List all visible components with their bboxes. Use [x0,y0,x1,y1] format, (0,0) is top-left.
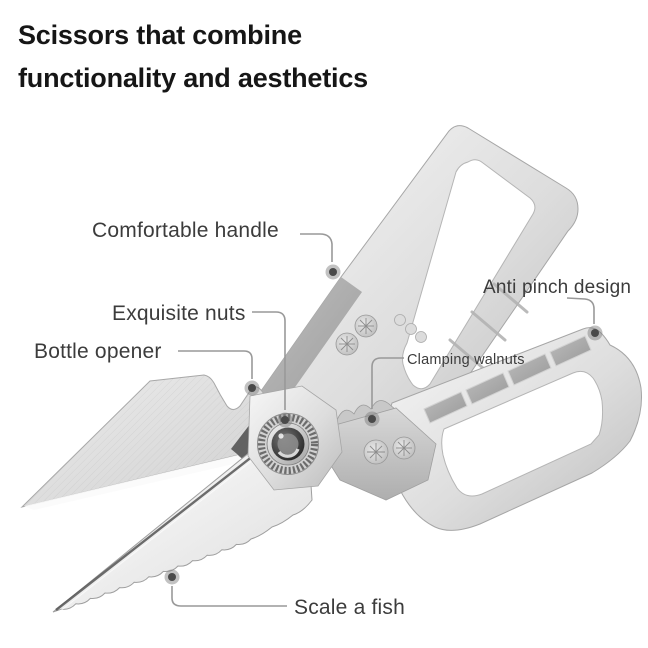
callout-label-comfortable-handle: Comfortable handle [92,219,279,242]
callout-dot-exquisite-nuts [277,412,293,428]
callout-label-clamping-walnuts: Clamping walnuts [407,352,525,368]
leader-line-comfortable-handle [300,233,333,262]
callout-dot-clamping-walnuts [364,411,380,427]
leader-line-scale-fish [171,586,287,607]
callout-dot-bottle-opener [244,380,260,396]
upper-blade [20,374,285,510]
upper-handle [253,125,579,467]
callout-label-scale-fish: Scale a fish [294,596,405,619]
lower-blade [52,447,313,613]
leader-line-clamping-walnuts [371,357,404,409]
page-title-line1: Scissors that combine [18,20,302,50]
leader-line-anti-pinch [566,297,595,324]
leader-line-bottle-opener [178,350,253,379]
callout-label-exquisite-nuts: Exquisite nuts [112,302,246,325]
callout-label-anti-pinch: Anti pinch design [483,277,632,298]
page-title-line2: functionality and aesthetics [18,63,368,93]
grip-segments [423,335,592,424]
leader-lines [171,233,595,607]
upper-medallions [335,314,378,356]
lower-medallions [363,436,416,465]
callout-dots [164,264,603,585]
callout-dot-anti-pinch [587,325,603,341]
leader-line-exquisite-nuts [252,311,286,410]
pivot-nut [247,385,343,491]
callout-dot-comfortable-handle [325,264,341,280]
callout-dot-scale-fish [164,569,180,585]
lower-handle [305,327,642,531]
callout-label-bottle-opener: Bottle opener [34,340,162,363]
page-title: Scissors that combine functionality and … [18,14,448,100]
